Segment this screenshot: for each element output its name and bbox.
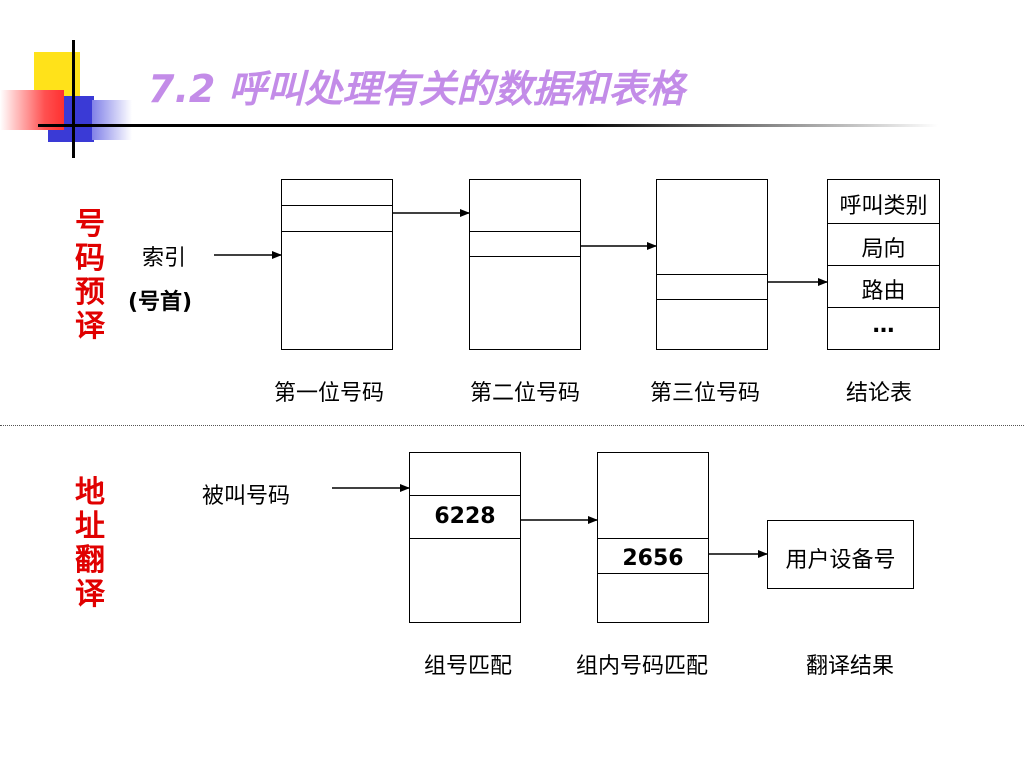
- section-divider: [0, 425, 1024, 426]
- group-match-table: 6228: [409, 452, 521, 623]
- section-label-char: 地: [75, 475, 105, 510]
- table-caption: 第二位号码: [470, 381, 581, 406]
- table-caption: 结论表: [846, 381, 913, 406]
- index-label: 索引: [142, 246, 187, 271]
- table-caption: 翻译结果: [806, 654, 895, 679]
- index-sublabel: (号首): [128, 290, 193, 315]
- section-label-char: 码: [75, 241, 105, 276]
- section-label-char: 预: [75, 275, 105, 310]
- group-number-value: 6228: [434, 504, 496, 529]
- conclusion-row: …: [872, 313, 895, 338]
- page-title: 7.2 呼叫处理有关的数据和表格: [148, 67, 685, 111]
- section-label-char: 号: [75, 207, 105, 242]
- section-label-char: 址: [75, 509, 105, 544]
- conclusion-row: 路由: [861, 279, 906, 304]
- conclusion-row: 局向: [861, 237, 906, 262]
- vertical-rule: [72, 40, 75, 158]
- result-value: 用户设备号: [785, 548, 896, 573]
- table-caption: 组内号码匹配: [576, 654, 709, 679]
- blue-gradient-bar: [92, 100, 132, 140]
- table-caption: 第三位号码: [650, 381, 761, 406]
- corner-decoration: [0, 0, 938, 160]
- conclusion-table: 呼叫类别 局向 路由 …: [827, 179, 940, 350]
- third-digit-table: [656, 179, 768, 350]
- second-digit-table: [469, 179, 581, 350]
- red-gradient-bar: [0, 90, 64, 130]
- section-label-address-translation: 地 址 翻 译: [72, 476, 108, 612]
- table-caption: 第一位号码: [274, 381, 385, 406]
- table-caption: 组号匹配: [424, 654, 513, 679]
- section-label-char: 译: [75, 577, 105, 612]
- conclusion-row: 呼叫类别: [839, 194, 928, 219]
- translation-result-box: 用户设备号: [767, 520, 914, 589]
- first-digit-table: [281, 179, 393, 350]
- called-number-label: 被叫号码: [202, 484, 291, 509]
- section-label-char: 译: [75, 309, 105, 344]
- title-underline: [38, 124, 938, 127]
- inner-number-match-table: 2656: [597, 452, 709, 623]
- section-label-char: 翻: [75, 543, 105, 578]
- section-label-number-pretranslation: 号 码 预 译: [72, 208, 108, 344]
- inner-number-value: 2656: [622, 546, 684, 571]
